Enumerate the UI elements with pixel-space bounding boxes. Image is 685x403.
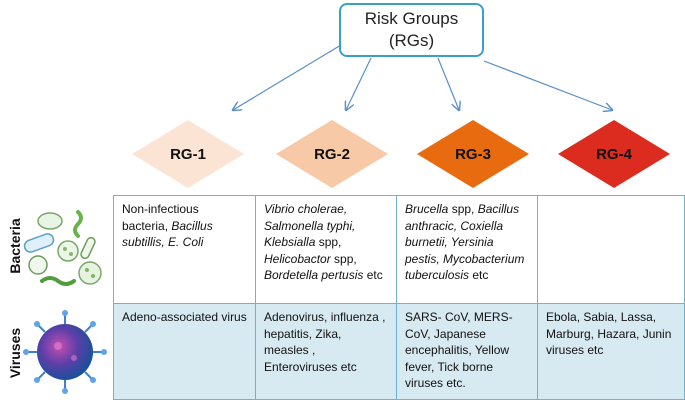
rg4-diamond: RG-4 [558,120,670,188]
viruses-rg4-cell: Ebola, Sabia, Lassa, Marburg, Hazara, Ju… [537,303,685,400]
title-line-1: Risk Groups [364,9,459,28]
bacteria-rg2-text-c: Helicobactor [264,251,331,266]
arrow-to-rg2 [346,57,372,110]
bacteria-row: Non-infectious bacteria, Bacillus subtil… [113,195,685,304]
risk-groups-title-box: Risk Groups (RGs) [339,3,484,57]
virus-illustration [23,310,107,394]
rg2-label: RG-2 [314,145,350,163]
rg2-diamond: RG-2 [276,120,388,188]
bacteria-rg1-cell: Non-infectious bacteria, Bacillus subtil… [113,195,256,304]
bacteria-rg2-text-e: Bordetella pertusis [264,268,364,282]
bacteria-rg3-text-b: spp, [448,202,478,216]
rg1-diamond: RG-1 [132,120,244,188]
viruses-rg1-cell: Adeno-associated virus [113,303,256,400]
bacteria-rg3-text-a: Brucella [405,202,449,216]
bacteria-rg3-text-d: etc [469,268,489,282]
viruses-rg3-cell: SARS- CoV, MERS- CoV, Japanese encephali… [396,303,538,400]
rg3-shape [417,120,529,188]
rg3-diamond: RG-3 [417,120,529,188]
arrow-to-rg4 [483,60,612,110]
bacteria-rg4-cell [537,195,685,304]
title-line-2: (RGs) [388,31,435,50]
viruses-rg2-cell: Adenovirus, influenza , hepatitis, Zika,… [255,303,397,400]
bacteria-rg1-text-b: Bacillus subtillis, E. Coli [122,218,213,250]
bacteria-rg3-cell: Brucella spp, Bacillus anthracic, Coxiel… [396,195,538,304]
rg3-label: RG-3 [455,145,491,163]
rg4-shape [558,120,670,188]
rg1-shape [132,120,244,188]
bacteria-rg1-text-a: Non-infectious bacteria, [122,202,199,233]
bacteria-rg2-text-f: etc [363,268,383,282]
risk-group-table: Non-infectious bacteria, Bacillus subtil… [113,195,685,400]
rg2-shape [276,120,388,188]
arrow-to-rg1 [233,44,342,110]
bacteria-rg2-text-b: spp, [315,235,342,249]
rg1-label: RG-1 [170,145,206,163]
bacteria-rg2-cell: Vibrio cholerae, Salmonella typhi, Klebs… [255,195,397,304]
bacteria-rg3-text-c: Bacillus anthracic, Coxiella burnetii, Y… [405,202,525,282]
rg4-label: RG-4 [596,145,632,163]
bacteria-illustration [23,210,102,286]
bacteria-rg2-text-d: spp, [330,251,357,266]
bacteria-rg2-text-a: Vibrio cholerae, Salmonella typhi, Klebs… [264,202,356,249]
viruses-row: Adeno-associated virus Adenovirus, influ… [113,303,685,400]
arrow-to-rg3 [437,57,459,110]
